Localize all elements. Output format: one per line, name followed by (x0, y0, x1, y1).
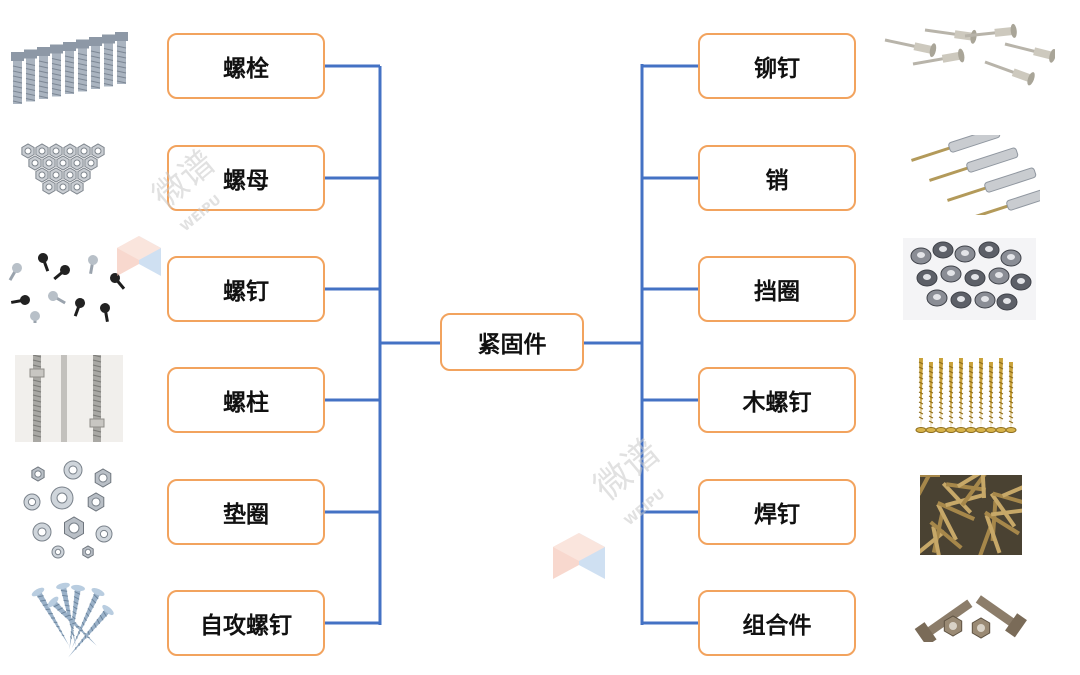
screws-photo (5, 248, 130, 330)
node-left-4: 螺柱 (167, 367, 325, 433)
node-left-3: 螺钉 (167, 256, 325, 322)
assemblies-photo (905, 580, 1033, 647)
node-label: 挡圈 (754, 279, 800, 305)
node-right-1: 铆钉 (698, 33, 856, 99)
rivets-photo (865, 22, 1056, 102)
wood-screws-photo (913, 352, 1023, 440)
node-left-1: 螺栓 (167, 33, 325, 99)
node-left-2: 螺母 (167, 145, 325, 211)
retaining-rings-photo (903, 238, 1036, 320)
bolts-photo (5, 30, 133, 108)
node-label: 铆钉 (754, 56, 800, 82)
node-label: 木螺钉 (742, 390, 812, 416)
node-label: 螺钉 (223, 279, 269, 305)
nuts-photo (18, 142, 118, 197)
node-right-2: 销 (698, 145, 856, 211)
center-label: 紧固件 (477, 332, 547, 358)
node-label: 螺栓 (223, 56, 269, 82)
node-left-6: 自攻螺钉 (167, 590, 325, 656)
self-tapping-screws-photo (8, 582, 126, 662)
node-right-5: 焊钉 (698, 479, 856, 545)
node-label: 螺柱 (223, 390, 269, 416)
watermark-logo: 微谱 WEIPU (545, 430, 705, 600)
node-label: 焊钉 (754, 502, 800, 528)
node-label: 垫圈 (223, 502, 269, 528)
pins-photo (905, 127, 1059, 220)
node-left-5: 垫圈 (167, 479, 325, 545)
watermark-logo: 微谱 WEIPU (105, 140, 255, 300)
node-label: 销 (765, 168, 789, 194)
node-label: 自攻螺钉 (200, 613, 292, 639)
node-right-4: 木螺钉 (698, 367, 856, 433)
node-label: 螺母 (223, 168, 269, 194)
center-node: 紧固件 (440, 313, 584, 371)
studs-photo (15, 354, 123, 442)
weld-studs-photo (900, 457, 1041, 567)
node-right-3: 挡圈 (698, 256, 856, 322)
node-label: 组合件 (742, 613, 812, 639)
washers-photo (18, 460, 123, 560)
node-right-6: 组合件 (698, 590, 856, 656)
